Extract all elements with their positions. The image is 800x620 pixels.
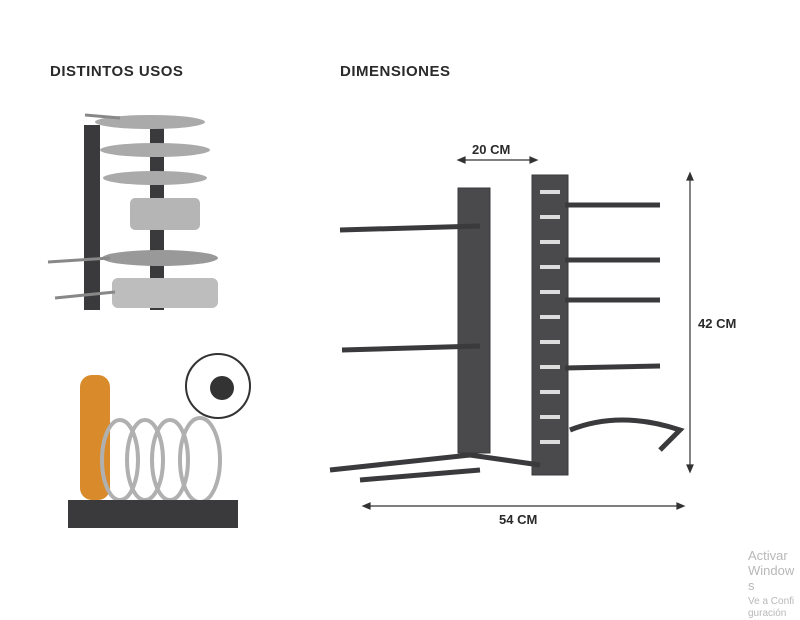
width-label: 54 CM: [499, 512, 538, 527]
depth-label: 20 CM: [472, 142, 511, 157]
height-label: 42 CM: [698, 316, 737, 331]
activation-watermark: Activar Windows Ve a Configuración: [748, 548, 798, 620]
activation-watermark-title: Activar Windows: [748, 548, 795, 593]
activation-watermark-subtitle: Ve a Configuración: [748, 596, 795, 619]
dimension-arrows: [361, 156, 694, 510]
heading-dimensions: DIMENSIONES: [340, 63, 451, 80]
rack-with-pans-image: [47, 113, 218, 310]
heading-uses: DISTINTOS USOS: [50, 63, 184, 80]
dimension-rack-image: [329, 174, 685, 483]
lid-organizer-image: [68, 353, 251, 528]
